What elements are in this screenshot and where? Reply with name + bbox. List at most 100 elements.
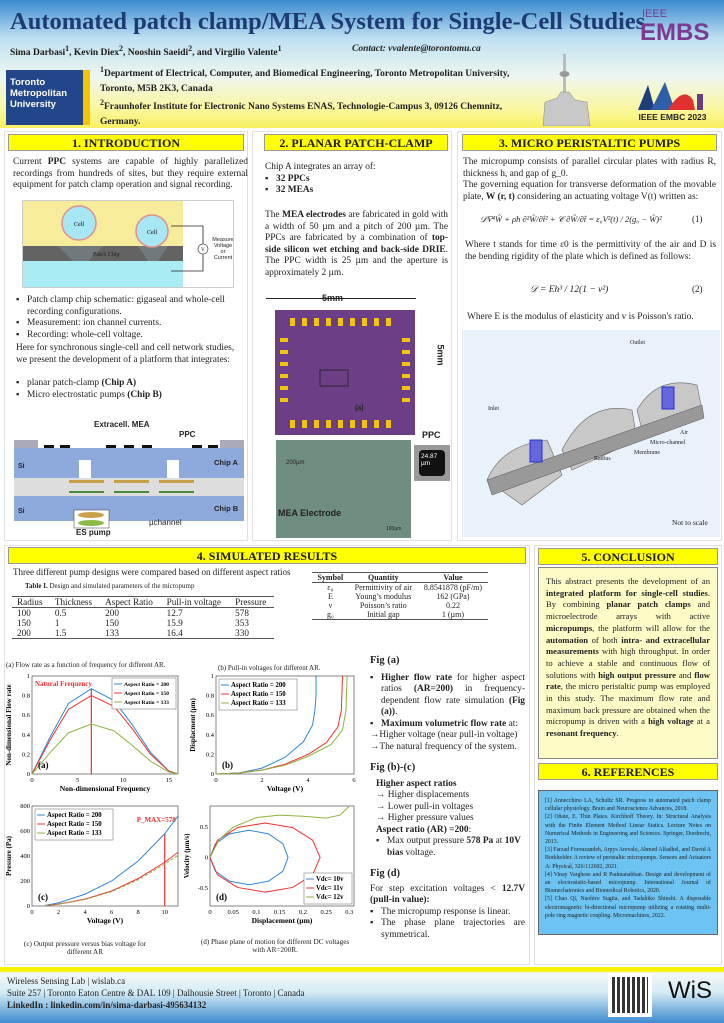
lab-website[interactable]: Wireless Sensing Lab | wislab.ca xyxy=(7,976,126,986)
cell: 15.9 xyxy=(166,618,183,628)
text: Maximum volumetric flow rate xyxy=(381,718,507,729)
micro-channel-label: Micro-channel xyxy=(650,440,686,446)
affil-sup: 2 xyxy=(119,44,123,53)
cell: Poisson’s ratio xyxy=(359,601,407,610)
text: 578 Pa xyxy=(466,836,494,846)
legend-box xyxy=(34,808,114,841)
embs-logo-ieee: IEEE xyxy=(642,8,668,20)
scale-bar-label: 100µm xyxy=(386,526,402,532)
series-line-vdc-11v xyxy=(209,822,321,893)
chip-a-micrograph: 5mm (a) 5mm 200µm MEA Electrode 100µm PP… xyxy=(262,290,452,540)
section-heading: 6. REFERENCES xyxy=(538,763,718,780)
text: The natural frequency of the system. xyxy=(379,741,517,752)
table-1-caption: Table I. Design and simulated parameters… xyxy=(25,582,194,590)
text: planar patch-clamp xyxy=(27,378,102,388)
y-tick-label: 0.2 xyxy=(206,751,214,758)
equation-number: (1) xyxy=(692,214,703,224)
text: MEA electrodes xyxy=(282,210,346,220)
chip-a-label: Chip A xyxy=(214,458,238,467)
author: Sima Darbasi xyxy=(10,48,66,59)
cell: ν xyxy=(328,601,333,610)
y-tick-label: 0.4 xyxy=(206,732,215,739)
list-item: Measurement: ion channel currents. xyxy=(16,318,241,330)
x-tick-label: 2 xyxy=(57,909,60,916)
cn-tower-icon xyxy=(542,54,591,126)
pump-geometry xyxy=(486,382,705,506)
text: 32 MEAs xyxy=(276,185,314,195)
inlet-label: Inlet xyxy=(488,406,499,412)
affiliation-1: Department of Electrical, Computer, and … xyxy=(100,69,510,94)
y-tick-label: 0.5 xyxy=(200,824,208,831)
section-heading: 1. INTRODUCTION xyxy=(8,134,244,151)
mea-closeup-photo: 200µm MEA Electrode 100µm xyxy=(276,440,411,538)
annotation-label: P_MAX=578 xyxy=(137,816,176,824)
text: For step excitation voltages < xyxy=(370,883,502,894)
text: planar patch clamps xyxy=(606,599,691,610)
list-item: Higher flow rate for higher aspect ratio… xyxy=(370,673,525,719)
air-label: Air xyxy=(680,430,688,436)
equation-number: (2) xyxy=(692,284,703,294)
peristaltic-pump-3d-model: Outlet Inlet Air Micro-channel Membrane … xyxy=(462,330,720,537)
x-tick-label: 0 xyxy=(214,777,217,784)
legend-entry: Vdc= 11v xyxy=(316,885,344,892)
panel-label: (b) xyxy=(222,760,233,770)
ppc-label: PPC xyxy=(422,430,441,440)
author: Kevin Diex xyxy=(73,48,119,59)
text: W (r, t) xyxy=(485,191,515,202)
not-to-scale-note: Not to scale xyxy=(672,518,708,527)
ppc-intro: Chip A integrates an array of: 32 PPCs32… xyxy=(265,162,448,197)
y-tick-label: -0.5 xyxy=(198,885,208,892)
y-tick-label: 0.6 xyxy=(206,712,215,719)
cell: E xyxy=(327,592,333,601)
patch-clamp-diagram: Cell Cell Patch Chip V xyxy=(23,201,209,287)
annotation-label: Natural Frequency xyxy=(35,680,92,688)
cell: 1 xyxy=(54,618,60,628)
cell: 133 xyxy=(105,628,119,638)
x-tick-label: 10 xyxy=(161,909,168,916)
contact-email[interactable]: Contact: vvalente@torontomu.ca xyxy=(352,44,481,54)
wis-logo: WiS xyxy=(668,977,712,1004)
x-tick-label: 6 xyxy=(110,909,114,916)
legend-entry: Aspect Ratio = 150 xyxy=(231,691,286,698)
text: Aspect ratio (AR) =200 xyxy=(376,824,469,835)
x-tick-label: 15 xyxy=(166,777,173,784)
x-tick-label: 0 xyxy=(30,777,33,784)
column-header: Aspect Ratio xyxy=(105,597,153,607)
x-tick-label: 2 xyxy=(260,777,263,784)
conclusion-text: This abstract presents the development o… xyxy=(538,567,718,759)
y-tick-label: 0 xyxy=(27,903,30,910)
text: at a xyxy=(693,716,710,727)
x-tick-label: 5 xyxy=(76,777,79,784)
cell: 353 xyxy=(235,618,249,628)
ieee-embc-logo: IEEE EMBC 2023 xyxy=(625,80,720,125)
pumps-paragraph-3: Where E is the modulus of elasticity and… xyxy=(467,312,694,322)
pitch-label: 200µm xyxy=(286,460,305,466)
cell: 1 (µm) xyxy=(441,610,465,619)
text: PPC xyxy=(47,157,66,167)
linkedin-link[interactable]: LinkedIn : linkedin.com/in/sima-darbasi-… xyxy=(7,1000,207,1010)
author: Virgilio Valente xyxy=(214,48,278,59)
series-line-aspect-ratio-200 xyxy=(215,676,317,775)
cell: 578 xyxy=(235,608,249,618)
text: of both xyxy=(588,634,622,645)
x-tick-label: 0 xyxy=(30,909,33,916)
ppc-closeup: 24.87 µm xyxy=(414,445,450,481)
chip-cross-section xyxy=(14,440,244,529)
text: Micro electrostatic pumps xyxy=(27,389,128,400)
legend-entry: Aspect Ratio = 133 xyxy=(231,700,286,707)
x-tick-label: 0 xyxy=(208,909,211,916)
list-item: 32 PPCs xyxy=(265,174,448,186)
results-discussion: Fig (a) Higher flow rate for higher aspe… xyxy=(370,655,525,941)
affil-sup: 1 xyxy=(277,44,282,53)
cell: 0.22 xyxy=(445,601,460,610)
y-tick-label: 0 xyxy=(27,771,30,778)
list-item: Patch clamp chip schematic: gigaseal and… xyxy=(16,295,241,318)
cell: Permittivity of air xyxy=(354,583,412,592)
intro-paragraph: Current PPC systems are capable of highl… xyxy=(13,157,248,192)
table-row: ν Poisson’s ratio 0.22 xyxy=(312,601,488,610)
qr-code[interactable] xyxy=(608,973,652,1017)
